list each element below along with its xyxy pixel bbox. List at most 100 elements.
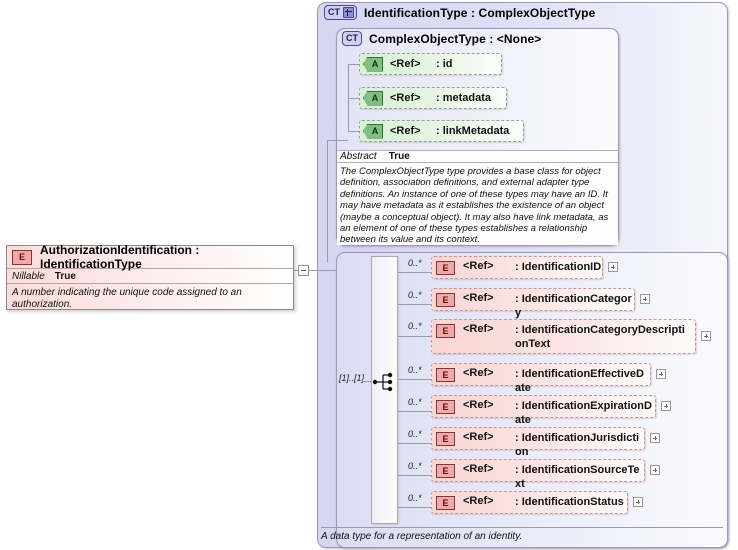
complex-object-type-header[interactable]: CT ComplexObjectType : <None>: [342, 31, 541, 46]
definition-documentation: A number indicating the unique code assi…: [12, 287, 242, 310]
identification-type-documentation: A data type for a representation of an i…: [321, 527, 723, 545]
attribute-name-label: : id: [436, 58, 453, 70]
element-connector-line: [398, 304, 431, 305]
sequence-compositor-icon: [372, 372, 393, 392]
element-name-label: : IdentificationCategoryDescriptionText: [515, 324, 685, 350]
element-ref-label: <Ref>: [463, 367, 494, 379]
element-expand-icon[interactable]: [633, 497, 643, 507]
attribute-a-icon: A: [363, 123, 383, 139]
element-ref-label: <Ref>: [463, 463, 494, 475]
base-type-documentation: The ComplexObjectType type provides a ba…: [340, 166, 609, 246]
element-connector-line: [398, 336, 431, 337]
element-occurrence-label: 0..*: [408, 397, 422, 407]
attribute-row-metadata[interactable]: A <Ref> : metadata: [359, 87, 507, 109]
sequence-inbound-line: [362, 381, 371, 382]
abstract-facet-row: Abstract True: [337, 150, 618, 163]
element-expand-icon[interactable]: [661, 401, 671, 411]
element-e-icon: E: [436, 432, 455, 446]
collapse-minus-toggle[interactable]: [298, 265, 309, 276]
element-row-identification-jurisdiction[interactable]: E <Ref> : IdentificationJurisdiction: [431, 427, 645, 458]
abstract-facet-key: Abstract: [340, 151, 377, 162]
attribute-tree-outer-branch: [327, 140, 348, 141]
definition-title-row: E AuthorizationIdentification : Identifi…: [7, 243, 293, 271]
element-name-label: : IdentificationJurisdiction: [515, 432, 640, 458]
element-e-icon: E: [12, 249, 32, 265]
element-occurrence-label: 0..*: [408, 365, 422, 375]
element-row-identification-effective-date[interactable]: E <Ref> : IdentificationEffectiveDate: [431, 363, 651, 394]
complex-type-badge-icon-base: CT: [342, 31, 362, 46]
element-e-icon: E: [436, 368, 455, 382]
element-connector-line: [398, 411, 431, 412]
attribute-a-icon: A: [363, 90, 383, 106]
attribute-tree-branch-metadata: [348, 98, 360, 99]
element-row-identification-id[interactable]: E <Ref> : IdentificationID: [431, 256, 603, 279]
element-e-icon: E: [436, 496, 455, 510]
element-ref-label: <Ref>: [463, 495, 494, 507]
element-expand-icon[interactable]: [650, 465, 660, 475]
complex-object-type-title: ComplexObjectType : <None>: [369, 31, 542, 46]
attribute-ref-label: <Ref>: [390, 125, 421, 137]
element-name-label: : IdentificationStatus: [515, 496, 624, 508]
element-connector-line: [398, 379, 431, 380]
attribute-ref-label: <Ref>: [390, 92, 421, 104]
element-expand-icon[interactable]: [701, 331, 711, 341]
identification-type-header[interactable]: CT IdentificationType : ComplexObjectTyp…: [324, 5, 595, 20]
definition-to-type-line-left: [294, 270, 298, 271]
attribute-tree-outer-trunk: [327, 140, 328, 262]
element-occurrence-label: 0..*: [408, 461, 422, 471]
element-name-label: : IdentificationExpirationDate: [515, 400, 652, 426]
element-ref-label: <Ref>: [463, 399, 494, 411]
element-expand-icon[interactable]: [640, 294, 650, 304]
element-ref-label: <Ref>: [463, 292, 494, 304]
element-connector-line: [398, 443, 431, 444]
element-row-identification-status[interactable]: E <Ref> : IdentificationStatus: [431, 491, 628, 514]
attribute-tree-branch-linkmetadata: [348, 131, 360, 132]
attribute-name-label: : linkMetadata: [436, 125, 510, 137]
attribute-tree-branch-id: [348, 64, 360, 65]
element-name-label: : IdentificationCategory: [515, 293, 632, 319]
base-type-facet-block: Abstract True The ComplexObjectType type…: [337, 150, 618, 245]
nillable-facet-value: True: [54, 270, 76, 282]
element-occurrence-label: 0..*: [408, 258, 422, 268]
definition-title-label: AuthorizationIdentification : Identifica…: [40, 243, 200, 271]
element-occurrence-label: 0..*: [408, 493, 422, 503]
element-row-identification-expiration-date[interactable]: E <Ref> : IdentificationExpirationDate: [431, 395, 656, 426]
expand-plus-icon[interactable]: [343, 7, 354, 18]
element-expand-icon[interactable]: [656, 369, 666, 379]
element-expand-icon[interactable]: [608, 262, 618, 272]
abstract-facet-value: True: [388, 151, 410, 162]
element-connector-line: [398, 475, 431, 476]
element-ref-label: <Ref>: [463, 323, 494, 335]
element-name-label: : IdentificationSourceText: [515, 464, 640, 490]
element-e-icon: E: [436, 400, 455, 414]
element-ref-label: <Ref>: [463, 260, 494, 272]
identification-type-title: IdentificationType : ComplexObjectType: [364, 5, 596, 20]
nillable-facet-key: Nillable: [12, 270, 45, 282]
element-name-label: : IdentificationEffectiveDate: [515, 368, 644, 394]
element-ref-label: <Ref>: [463, 431, 494, 443]
nillable-facet-row: Nillable True: [7, 269, 293, 284]
attribute-row-id[interactable]: A <Ref> : id: [359, 53, 502, 75]
element-row-identification-category[interactable]: E <Ref> : IdentificationCategory: [431, 288, 635, 319]
element-expand-icon[interactable]: [650, 433, 660, 443]
attribute-ref-label: <Ref>: [390, 58, 421, 70]
sequence-group-bar[interactable]: [371, 256, 398, 524]
element-occurrence-label: 0..*: [408, 429, 422, 439]
attribute-a-icon: A: [363, 56, 383, 72]
complex-type-badge-icon: CT: [324, 5, 357, 20]
attribute-row-linkmetadata[interactable]: A <Ref> : linkMetadata: [359, 120, 524, 142]
element-row-identification-source-text[interactable]: E <Ref> : IdentificationSourceText: [431, 459, 645, 490]
element-occurrence-label: 0..*: [408, 321, 422, 331]
element-e-icon: E: [436, 464, 455, 478]
authorization-identification-definition[interactable]: E AuthorizationIdentification : Identifi…: [6, 243, 294, 310]
element-connector-line: [398, 507, 431, 508]
element-connector-line: [398, 272, 431, 273]
element-name-label: : IdentificationID: [515, 261, 602, 273]
definition-to-type-line-right: [309, 270, 336, 271]
element-e-icon: E: [436, 261, 455, 275]
sequence-occurrence-label: [1]..[1]: [339, 373, 365, 383]
element-row-identification-category-description-text[interactable]: E <Ref> : IdentificationCategoryDescript…: [431, 319, 696, 354]
element-occurrence-label: 0..*: [408, 290, 422, 300]
element-e-icon: E: [436, 324, 455, 338]
element-e-icon: E: [436, 293, 455, 307]
